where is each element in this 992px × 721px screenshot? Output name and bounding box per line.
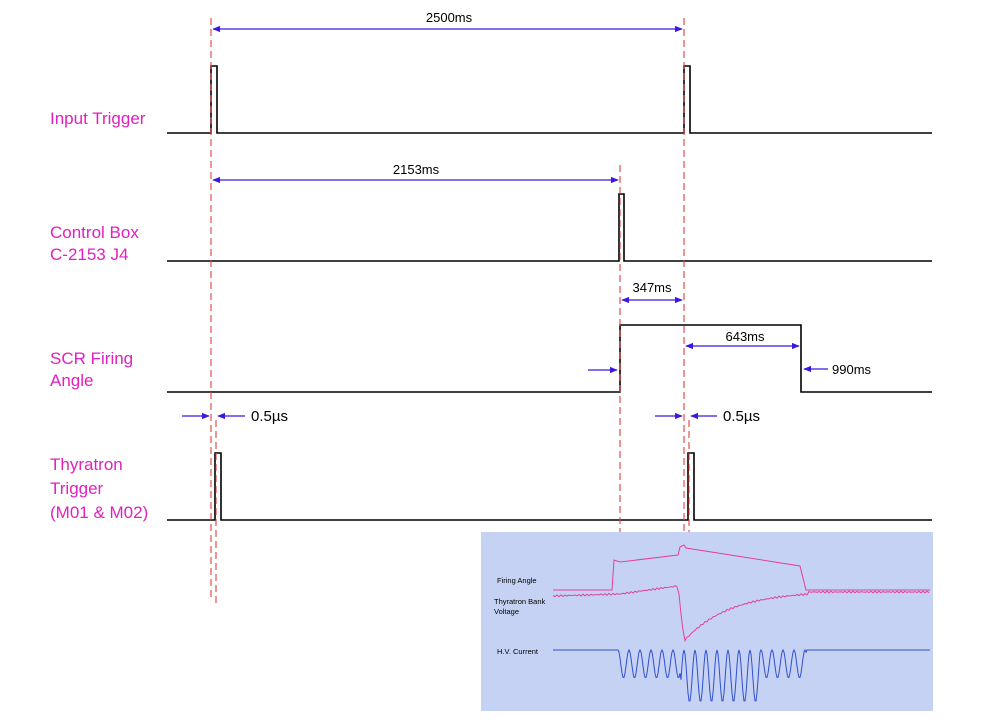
inset-trace-firing-angle [553, 544, 930, 591]
dim-thyratron-delay-2-label: 0.5µs [723, 408, 760, 425]
inset-label-bank-voltage: Thyratron Bank Voltage [494, 597, 547, 616]
inset-label-firing-angle: Firing Angle [497, 576, 537, 585]
dim-scr-end-label: 990ms [832, 362, 872, 377]
dim-scr-delay-label: 347ms [632, 280, 672, 295]
label-input-trigger: Input Trigger [50, 109, 146, 128]
dim-control-delay-label: 2153ms [393, 162, 440, 177]
dim-thyratron-delay-1-label: 0.5µs [251, 408, 288, 425]
label-thyratron-trigger: Thyratron Trigger (M01 & M02) [50, 455, 148, 522]
oscilloscope-inset: Firing Angle Thyratron Bank Voltage H.V.… [481, 532, 933, 711]
dim-period-label: 2500ms [426, 10, 473, 25]
wave-control-box [167, 193, 932, 262]
wave-input-trigger [167, 65, 932, 134]
label-scr-firing-angle: SCR Firing Angle [50, 349, 138, 390]
inset-trace-hv-current [553, 648, 930, 702]
label-control-box: Control Box C-2153 J4 [50, 223, 144, 264]
wave-scr-firing-angle [167, 324, 932, 393]
dim-scr-on-label: 643ms [725, 329, 765, 344]
inset-label-hv-current: H.V. Current [497, 647, 539, 656]
inset-trace-bank-voltage [552, 584, 930, 643]
wave-thyratron-trigger [167, 452, 932, 521]
